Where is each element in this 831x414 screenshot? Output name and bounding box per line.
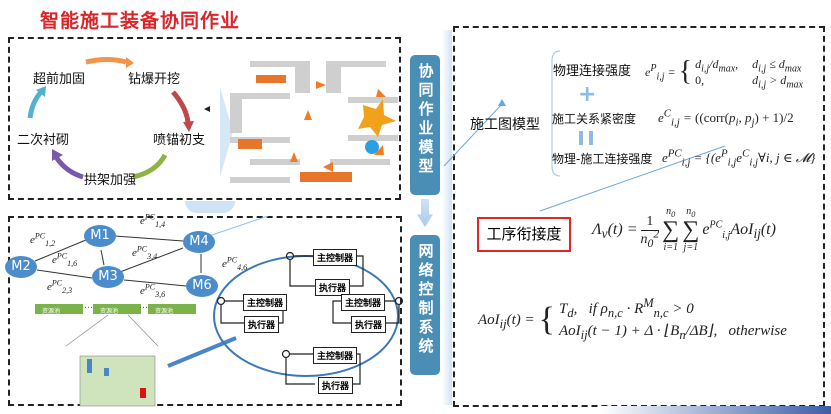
executor-box: 执行器: [244, 316, 280, 333]
edge-label-1-4: ePC1,4: [140, 212, 166, 230]
edge-label-1-6: ePC1,6: [52, 251, 78, 269]
main-controller-box: 主控制器: [341, 294, 386, 311]
side-label-network-control: 网络控制系统: [410, 235, 440, 375]
edge-sup: PC: [34, 231, 46, 241]
edge-base: e: [140, 285, 145, 297]
executor-box: 执行器: [318, 377, 354, 394]
side-label-text: 协同作业模型: [416, 63, 435, 177]
edge-base: e: [140, 215, 145, 227]
edge-base: e: [47, 281, 52, 293]
edge-base: e: [30, 234, 35, 246]
graph-node-m2: M2: [5, 256, 37, 278]
edge-label-3-6: ePC3,6: [140, 282, 166, 300]
edge-label-2-3: ePC2,3: [47, 278, 73, 296]
cycle-step-shotcrete: 喷锚初支: [153, 133, 206, 148]
edge-sub: 4,6: [237, 263, 248, 273]
side-label-text: 网络控制系统: [416, 243, 435, 357]
graph-node-m4: M4: [183, 231, 215, 253]
formula-physical: ePi,j = { di,j/dmax,di,j ≤ dmax 0,di,j >…: [645, 56, 803, 91]
edge-label-3-4: ePC3,4: [132, 244, 158, 262]
network-panel: [8, 216, 402, 406]
model-connectors: [443, 50, 726, 212]
bottom-accent-bar: [600, 406, 831, 414]
cycle-step-arch-reinforcement: 拱架加强: [84, 173, 137, 188]
graph-node-m3: M3: [92, 266, 124, 288]
edge-sub: 3,6: [155, 290, 166, 300]
edge-base: e: [222, 258, 227, 270]
equals-icon: [579, 131, 593, 145]
edge-sup: PC: [144, 212, 156, 222]
graph-node-m1: M1: [84, 225, 116, 247]
edge-sup: PC: [51, 278, 63, 288]
construction-relation-label: 施工关系紧密度: [552, 112, 637, 126]
edge-sub: 3,4: [147, 252, 158, 262]
edge-base: e: [132, 247, 137, 259]
edge-sub: 1,2: [45, 239, 56, 249]
side-label-collaboration-model: 协同作业模型: [410, 55, 440, 195]
down-arrow-icon: [185, 201, 235, 213]
page-title: 智能施工装备协同作业: [40, 10, 241, 32]
edge-sup: PC: [144, 282, 156, 292]
edge-sup: PC: [136, 244, 148, 254]
process-connectivity-text: 工序衔接度: [486, 225, 562, 243]
graph-node-m6: M6: [186, 275, 218, 297]
resource-pool-label: 资源池: [42, 308, 61, 315]
cycle-step-drill-blast: 钻爆开挖: [128, 72, 181, 87]
edge-label-1-2: ePC1,2: [30, 231, 56, 249]
combined-connection-label: 物理-施工连接强度: [552, 152, 653, 166]
down-arrow-icon: [417, 199, 433, 227]
edge-sub: 1,6: [67, 259, 78, 269]
edge-base: e: [52, 254, 57, 266]
ellipsis: …: [139, 301, 148, 311]
resource-pool-label: 资源池: [155, 308, 174, 315]
ellipsis: …: [84, 301, 93, 311]
edge-label-4-6: ePC4,6: [222, 255, 248, 273]
executor-box: 执行器: [315, 279, 351, 296]
physical-connection-label: 物理连接强度: [553, 64, 632, 79]
process-connectivity-label: 工序衔接度: [477, 217, 571, 252]
formula-construction: eCi,j = ((corr(pi, pj) + 1)/2: [658, 107, 794, 129]
resource-pool-label: 资源池: [100, 308, 119, 315]
construction-graph-model-label: 施工图模型: [470, 117, 540, 133]
edge-sup: PC: [226, 255, 238, 265]
network-lines: [34, 216, 404, 407]
main-controller-box: 主控制器: [313, 347, 358, 364]
main-controller-box: 主控制器: [313, 249, 358, 266]
cycle-step-advance-reinforcement: 超前加固: [33, 72, 86, 87]
formula-combined: ePCi,j = {(ePi,jeCi,j∀i, j ∈ 𝓜}: [662, 147, 816, 169]
plus-icon: +: [578, 82, 597, 107]
edge-sub: 1,4: [155, 220, 166, 230]
executor-box: 执行器: [351, 316, 387, 333]
cycle-step-secondary-lining: 二次衬砌: [17, 133, 70, 148]
connector-band: [442, 30, 452, 405]
main-controller-box: 主控制器: [243, 294, 288, 311]
edge-sub: 2,3: [62, 286, 73, 296]
cycle-arrows: [27, 57, 398, 183]
cycle-panel: [8, 37, 401, 200]
edge-sup: PC: [56, 251, 68, 261]
